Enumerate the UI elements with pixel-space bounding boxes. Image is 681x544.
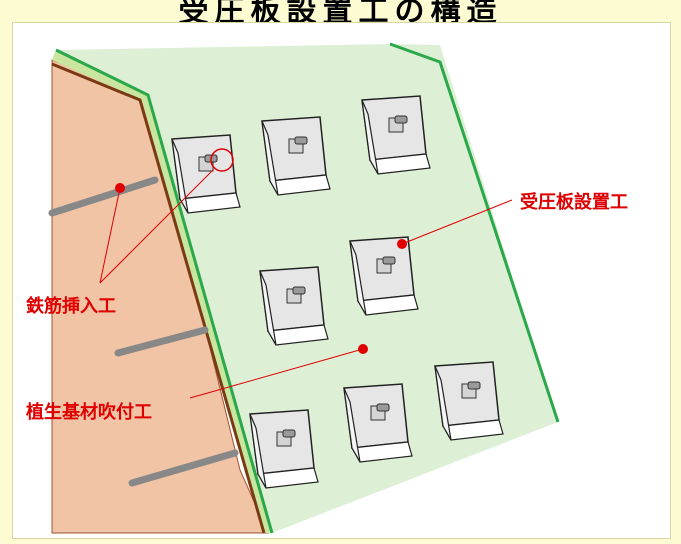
pressure-plate [361,95,431,175]
rebar [114,326,209,357]
label-receiving-plate: 受圧板設置工 [520,192,628,213]
pressure-plate [171,134,241,214]
pressure-plate [259,266,329,346]
label-vegetation-spray: 植生基材吹付工 [26,402,152,423]
marker-dot [358,344,368,354]
leader-line [99,187,121,284]
marker-dot [397,239,407,249]
pressure-plate [249,409,319,489]
leader-line [99,169,214,284]
pressure-plate [434,361,504,441]
rebar [48,176,159,217]
pressure-plate [343,383,413,463]
label-rebar-insertion: 鉄筋挿入工 [26,296,116,317]
pressure-plate [261,116,331,196]
rebar [128,449,239,487]
pressure-plate [349,236,419,316]
bolt-highlight-circle [210,148,234,172]
leader-line [401,199,513,245]
slope-edge-right [389,42,560,423]
leader-line [189,348,364,399]
marker-dot [115,183,125,193]
